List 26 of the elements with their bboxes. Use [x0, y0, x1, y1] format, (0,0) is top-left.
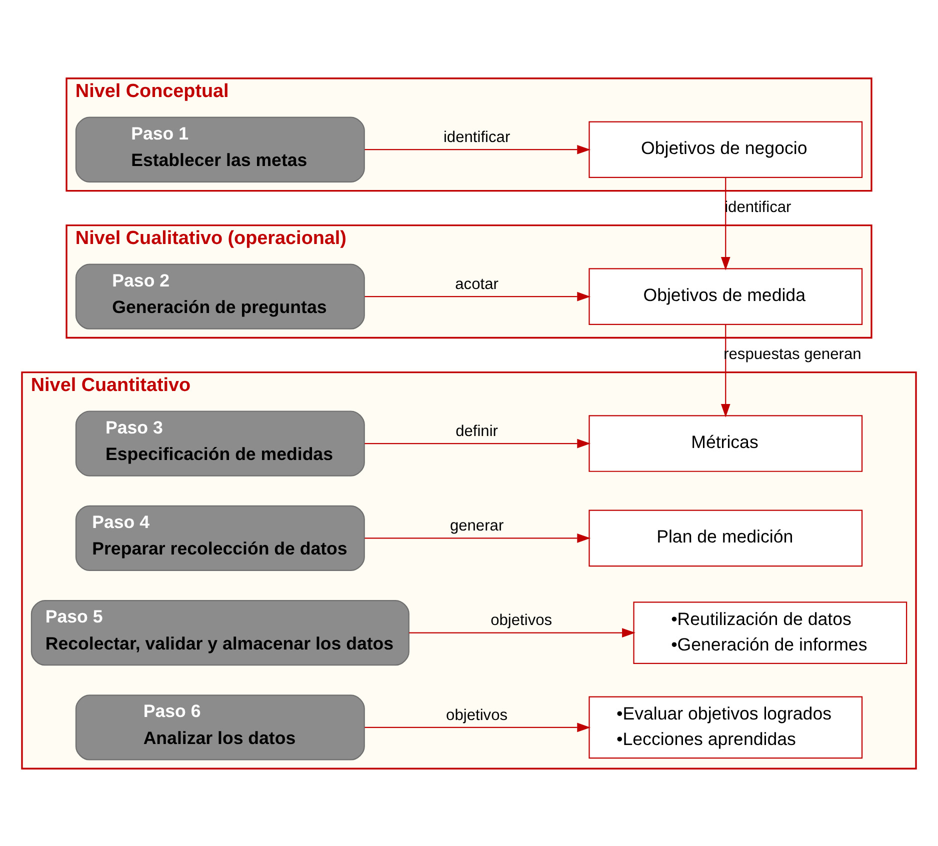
- edge-label: identificar: [443, 128, 510, 146]
- node-box: Paso 6 Analizar los datos: [75, 694, 365, 760]
- node-box: Plan de medición: [588, 509, 863, 566]
- edge-label: definir: [456, 422, 498, 440]
- edge-label: generar: [450, 517, 504, 534]
- node-box: Objetivos de negocio: [588, 120, 863, 178]
- arrow: [364, 438, 591, 448]
- edge-label: acotar: [455, 276, 498, 293]
- arrow: [409, 628, 636, 637]
- node-box: Paso 4 Preparar recolección de datos: [75, 504, 365, 571]
- arrow: [364, 144, 591, 154]
- arrow: [364, 291, 591, 301]
- edge-label: objetivos: [490, 612, 552, 629]
- node-box: Paso 3 Especificación de medidas: [75, 410, 365, 476]
- edge-label: objetivos: [446, 706, 508, 724]
- node-box: •Evaluar objetivos logrados •Lecciones aprendidas: [588, 696, 863, 758]
- node-box: Paso 5 Recolectar, validar y almacenar los datos: [30, 599, 410, 666]
- arrow: [720, 324, 730, 417]
- node-box: Paso 1 Establecer las metas: [75, 116, 365, 182]
- node-box: Objetivos de medida: [588, 268, 863, 324]
- arrow: [364, 722, 591, 732]
- arrow: [364, 533, 591, 542]
- node-box: Métricas: [588, 414, 863, 472]
- node-box: Paso 2 Generación de preguntas: [75, 263, 365, 329]
- node-box: •Reutilización de datos •Generación de informes: [633, 601, 908, 664]
- arrow: [720, 177, 730, 270]
